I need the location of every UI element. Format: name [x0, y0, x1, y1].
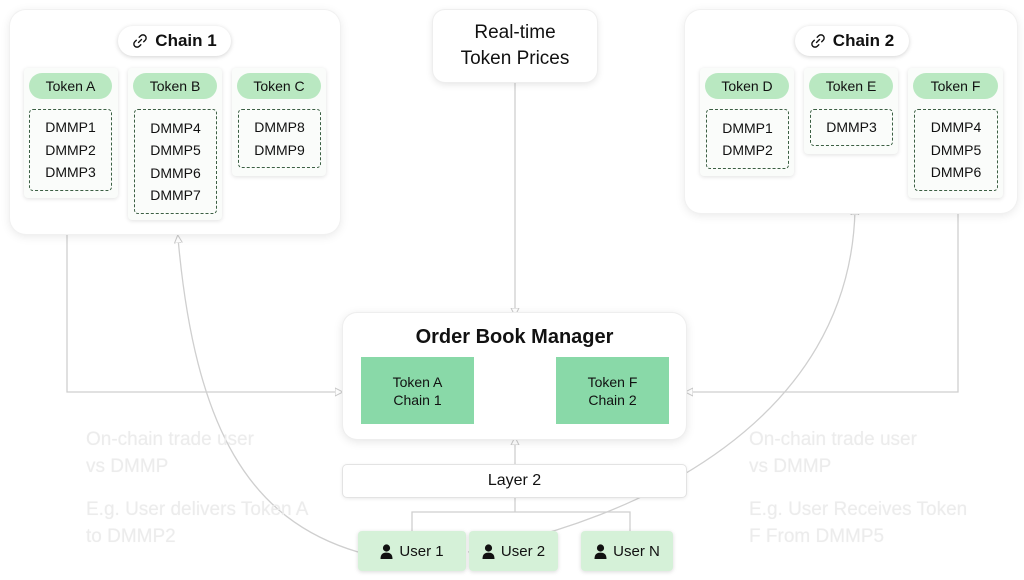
obm-right-line2: Chain 2	[588, 391, 637, 408]
right-trade-note: On-chain trade user vs DMMP E.g. User Re…	[749, 426, 1019, 550]
dmmp-item: DMMP6	[930, 164, 982, 181]
dmmp-item: DMMP2	[45, 141, 96, 158]
token-e-badge: Token E	[809, 73, 893, 99]
token-f-badge: Token F	[913, 73, 998, 99]
obm-token-a-chain1: Token A Chain 1	[361, 357, 474, 424]
token-a-badge: Token A	[29, 73, 112, 99]
user-2-label: User 2	[500, 542, 546, 560]
dmmp-item: DMMP2	[722, 142, 773, 158]
token-c-dmmp-list: DMMP8 DMMP9	[238, 109, 321, 168]
token-a-dmmp-list: DMMP1 DMMP2 DMMP3	[29, 109, 112, 191]
dmmp-item: DMMP4	[930, 119, 982, 136]
user-icon	[594, 543, 607, 559]
right-note-line3: E.g. User Receives Token	[749, 499, 968, 520]
right-note-line4: F From DMMP5	[749, 526, 885, 547]
token-c-badge: Token C	[237, 73, 321, 99]
prices-line2: Token Prices	[460, 48, 570, 69]
link-icon	[133, 34, 148, 48]
tokenA-to-obm-arrow	[66, 200, 340, 392]
dmmp-item: DMMP9	[254, 141, 305, 158]
dmmp-item: DMMP1	[45, 119, 96, 136]
obm-left-line2: Chain 1	[393, 391, 442, 408]
dmmp-item: DMMP3	[826, 119, 877, 136]
link-icon	[810, 34, 825, 48]
obm-right-line1: Token F	[587, 373, 638, 390]
user-icon	[482, 543, 495, 559]
prices-line1: Real-time	[474, 22, 556, 43]
dmmp-item: DMMP4	[150, 119, 201, 136]
chain1-label: Chain 1	[118, 26, 231, 56]
user-icon	[380, 543, 393, 559]
left-note-line3: E.g. User delivers Token A	[86, 499, 309, 520]
token-f-dmmp-list: DMMP4 DMMP5 DMMP6	[914, 109, 998, 191]
obm-token-f-chain2: Token F Chain 2	[556, 357, 669, 424]
left-note-line4: to DMMP2	[86, 526, 176, 547]
dmmp-item: DMMP6	[150, 164, 201, 181]
token-b-badge: Token B	[133, 73, 217, 99]
dmmp-item: DMMP7	[150, 187, 201, 203]
dmmp-item: DMMP3	[45, 164, 96, 181]
users-to-layer2-lines	[411, 497, 631, 538]
left-note-line1: On-chain trade user	[86, 429, 254, 450]
token-e-dmmp-list: DMMP3	[810, 109, 893, 146]
user-n: User N	[581, 531, 673, 571]
left-note-line2: vs DMMP	[86, 456, 169, 477]
user-n-label: User N	[613, 542, 660, 560]
right-note-line1: On-chain trade user	[749, 429, 917, 450]
left-trade-note: On-chain trade user vs DMMP E.g. User de…	[86, 426, 376, 550]
user1-to-chain1-curve	[178, 238, 359, 553]
obm-left-line1: Token A	[392, 373, 443, 390]
chain2-label: Chain 2	[795, 26, 909, 56]
token-b-dmmp-list: DMMP4 DMMP5 DMMP6 DMMP7	[134, 109, 217, 214]
user-1-label: User 1	[399, 542, 444, 560]
tokenF-to-obm-arrow	[688, 200, 959, 392]
dmmp-item: DMMP5	[150, 142, 201, 158]
user-1: User 1	[358, 531, 466, 571]
token-d-badge: Token D	[705, 73, 789, 99]
dmmp-item: DMMP8	[254, 119, 305, 135]
token-d-dmmp-list: DMMP1 DMMP2	[706, 109, 789, 169]
user-2: User 2	[469, 531, 558, 571]
dmmp-item: DMMP5	[930, 141, 982, 158]
chain2-title: Chain 2	[832, 31, 895, 50]
layer2-bar: Layer 2	[343, 465, 686, 497]
chain1-title: Chain 1	[155, 31, 217, 50]
dmmp-item: DMMP1	[722, 119, 773, 136]
order-book-title: Order Book Manager	[415, 326, 614, 348]
right-note-line2: vs DMMP	[749, 456, 832, 477]
token-prices-box: Real-time Token Prices	[433, 10, 597, 82]
